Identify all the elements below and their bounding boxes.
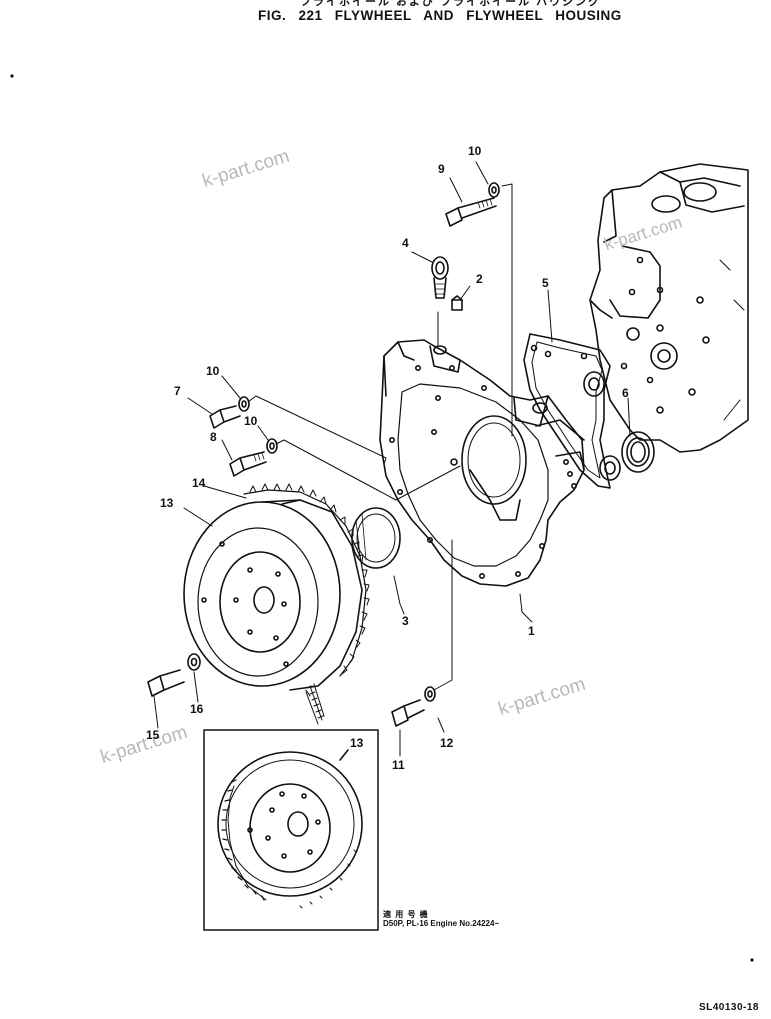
callout-12: 12 [440, 736, 454, 750]
eye-bolt-4 [431, 256, 449, 299]
callout-6: 6 [622, 386, 629, 400]
washer-10-mid [266, 438, 278, 454]
callout-10-mid: 10 [244, 414, 258, 428]
figure-title-japanese: フライホイール および フライホイール ハウジング [300, 0, 602, 8]
bolt-9 [445, 197, 497, 227]
callout-16: 16 [190, 702, 204, 716]
callout-5: 5 [542, 276, 549, 290]
bolt-8 [229, 451, 267, 477]
flywheel [183, 483, 370, 725]
inset-alternate-flywheel [203, 729, 379, 931]
bolt-15 [147, 669, 185, 697]
plug-2 [451, 295, 463, 311]
engine-block [589, 163, 749, 453]
callout-1: 1 [528, 624, 535, 638]
callout-7: 7 [174, 384, 181, 398]
callout-8: 8 [210, 430, 217, 444]
applicability-note: D50P, PL-16 Engine No.24224~ [383, 919, 500, 928]
callout-10-top: 10 [468, 144, 482, 158]
washer-16 [187, 653, 201, 671]
callout-4: 4 [402, 236, 409, 250]
callout-15: 15 [146, 728, 160, 742]
washer-10-left [238, 396, 250, 412]
pilot-bearing [351, 507, 401, 569]
callout-11: 11 [392, 758, 405, 772]
figure-title: FIG. 221 FLYWHEEL AND FLYWHEEL HOUSING [258, 8, 622, 23]
bolt-11 [391, 699, 425, 727]
callout-13-inset: 13 [350, 736, 364, 750]
oil-seal [621, 431, 655, 473]
assembly-lines [247, 183, 513, 691]
callout-9: 9 [438, 162, 445, 176]
leader-lines [153, 161, 631, 757]
bolt-7 [209, 405, 241, 429]
gasket [523, 333, 621, 489]
callout-2: 2 [476, 272, 483, 286]
washer-12 [424, 686, 436, 702]
applicability-label-japanese: 適 用 号 機 [383, 910, 429, 919]
drawing-code: SL40130-18 [698, 1002, 759, 1013]
callout-10-left: 10 [206, 364, 220, 378]
washer-10-top [488, 182, 500, 198]
callout-3: 3 [402, 614, 409, 628]
callout-14: 14 [192, 476, 206, 490]
flywheel-housing [379, 339, 585, 587]
callout-13: 13 [160, 496, 174, 510]
